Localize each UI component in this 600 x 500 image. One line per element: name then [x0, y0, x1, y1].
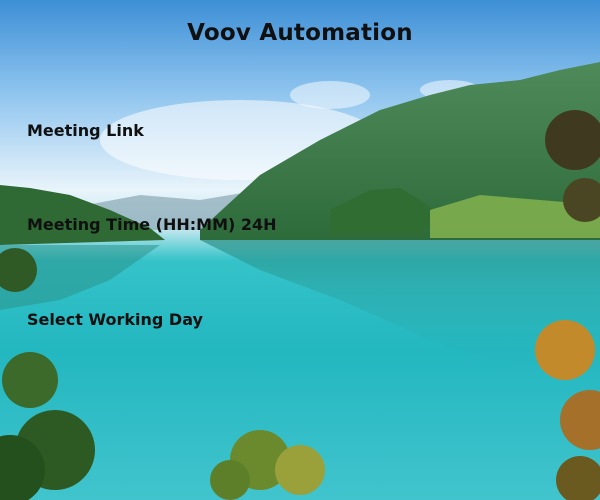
- app-title: Voov Automation: [187, 20, 413, 46]
- working-day-label: Select Working Day: [27, 310, 203, 329]
- meeting-link-label: Meeting Link: [27, 121, 144, 140]
- meeting-time-label: Meeting Time (HH:MM) 24H: [27, 215, 277, 234]
